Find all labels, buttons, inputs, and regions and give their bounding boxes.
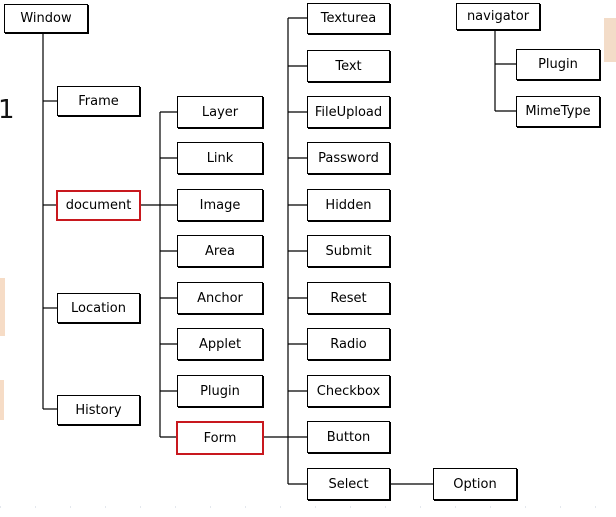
area-node: Area <box>177 235 263 267</box>
document-node: document <box>56 190 141 221</box>
button-node: Button <box>307 421 390 453</box>
radio-node: Radio <box>307 328 390 360</box>
reset-node: Reset <box>307 282 390 314</box>
right-edge-tint <box>604 18 616 62</box>
option-node: Option <box>433 468 517 500</box>
link-node: Link <box>177 142 263 174</box>
text-node: Text <box>307 50 390 82</box>
layer-node: Layer <box>177 96 263 128</box>
password-node: Password <box>307 142 390 174</box>
navigator-plugin-node: Plugin <box>516 49 600 80</box>
history-node: History <box>57 395 140 425</box>
hidden-node: Hidden <box>307 189 390 221</box>
left-edge-tint-top <box>0 278 5 336</box>
applet-node: Applet <box>177 328 263 360</box>
location-node: Location <box>57 293 140 323</box>
fileupload-node: FileUpload <box>307 96 390 128</box>
image-node: Image <box>177 189 263 221</box>
plugin-node: Plugin <box>177 375 263 407</box>
left-edge-tint-bottom <box>0 380 4 420</box>
left-edge-glyph: 1 <box>0 95 15 125</box>
textarea-node: Texturea <box>307 3 390 34</box>
window-node: Window <box>4 4 88 33</box>
select-node: Select <box>307 468 390 500</box>
submit-node: Submit <box>307 235 390 267</box>
form-node: Form <box>176 421 264 455</box>
frame-node: Frame <box>57 86 140 116</box>
checkbox-node: Checkbox <box>307 375 390 407</box>
mimetype-node: MimeType <box>516 96 600 127</box>
anchor-node: Anchor <box>177 282 263 314</box>
navigator-node: navigator <box>456 3 540 30</box>
